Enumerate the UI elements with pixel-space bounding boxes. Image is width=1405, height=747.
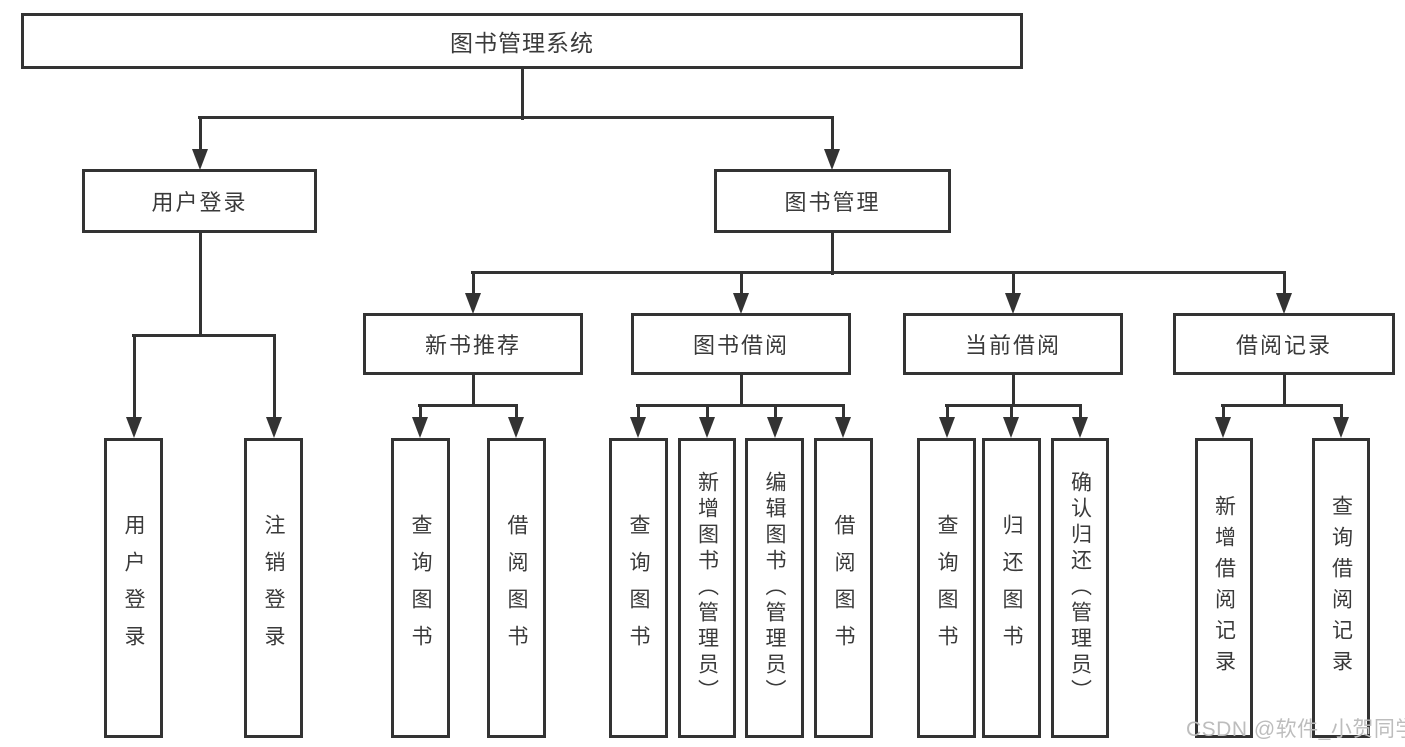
arrow-down-icon	[192, 149, 208, 170]
node-user-login: 用户登录	[82, 169, 317, 233]
connector-vline	[471, 375, 475, 407]
leaf-edit-book-admin: 编辑图书（管理员）	[745, 438, 804, 738]
leaf-query-books-recommend: 查询图书	[391, 438, 450, 738]
arrow-shaft	[1221, 404, 1225, 419]
arrow-down-icon	[835, 417, 851, 438]
arrow-shaft	[830, 116, 834, 152]
leaf-return-books: 归还图书	[982, 438, 1041, 738]
connector-vline	[1011, 375, 1015, 407]
connector-vline	[198, 233, 202, 337]
arrow-shaft	[1009, 404, 1013, 419]
node-borrowing-records: 借阅记录	[1173, 313, 1395, 375]
connector-vline	[1282, 375, 1286, 407]
arrow-down-icon	[1333, 417, 1349, 438]
node-new-book-recommendation: 新书推荐	[363, 313, 583, 375]
leaf-query-books-current: 查询图书	[917, 438, 976, 738]
node-book-borrowing: 图书借阅	[631, 313, 851, 375]
arrow-down-icon	[699, 417, 715, 438]
arrow-shaft	[272, 334, 276, 419]
arrow-shaft	[1339, 404, 1343, 419]
arrow-shaft	[773, 404, 777, 419]
node-current-borrowing: 当前借阅	[903, 313, 1123, 375]
arrow-shaft	[418, 404, 422, 419]
arrow-shaft	[705, 404, 709, 419]
arrow-down-icon	[767, 417, 783, 438]
arrow-shaft	[132, 334, 136, 419]
arrow-down-icon	[630, 417, 646, 438]
arrow-down-icon	[1276, 293, 1292, 314]
connector-hline	[471, 271, 1286, 274]
arrow-down-icon	[733, 293, 749, 314]
arrow-shaft	[739, 271, 743, 295]
node-book-management: 图书管理	[714, 169, 951, 233]
leaf-user-login: 用户登录	[104, 438, 163, 738]
arrow-down-icon	[412, 417, 428, 438]
leaf-add-borrow-record: 新增借阅记录	[1195, 438, 1253, 738]
arrow-shaft	[198, 116, 202, 152]
arrow-shaft	[471, 271, 475, 295]
arrow-down-icon	[939, 417, 955, 438]
arrow-shaft	[1011, 271, 1015, 295]
leaf-borrow-books-recommend: 借阅图书	[487, 438, 546, 738]
node-library-management-system: 图书管理系统	[21, 13, 1023, 69]
arrow-down-icon	[824, 149, 840, 170]
arrow-down-icon	[508, 417, 524, 438]
connector-vline	[520, 69, 524, 120]
arrow-down-icon	[1072, 417, 1088, 438]
connector-hline	[945, 404, 1082, 407]
arrow-down-icon	[1215, 417, 1231, 438]
connector-vline	[739, 375, 743, 407]
arrow-shaft	[945, 404, 949, 419]
connector-hline	[198, 116, 834, 119]
arrow-down-icon	[126, 417, 142, 438]
arrow-shaft	[636, 404, 640, 419]
leaf-add-book-admin: 新增图书（管理员）	[678, 438, 736, 738]
csdn-watermark: CSDN @软件_小贺同学	[1186, 718, 1405, 741]
connector-hline	[636, 404, 845, 407]
connector-hline	[418, 404, 518, 407]
leaf-borrow-books: 借阅图书	[814, 438, 873, 738]
arrow-down-icon	[1005, 293, 1021, 314]
arrow-shaft	[1282, 271, 1286, 295]
arrow-down-icon	[465, 293, 481, 314]
arrow-shaft	[1078, 404, 1082, 419]
leaf-query-books-borrowing: 查询图书	[609, 438, 668, 738]
leaf-logout-login: 注销登录	[244, 438, 303, 738]
arrow-shaft	[514, 404, 518, 419]
connector-vline	[830, 233, 834, 275]
leaf-query-borrow-record: 查询借阅记录	[1312, 438, 1370, 738]
connector-hline	[132, 334, 276, 337]
arrow-down-icon	[1003, 417, 1019, 438]
connector-hline	[1221, 404, 1343, 407]
arrow-shaft	[841, 404, 845, 419]
arrow-down-icon	[266, 417, 282, 438]
leaf-confirm-return-admin: 确认归还（管理员）	[1051, 438, 1109, 738]
